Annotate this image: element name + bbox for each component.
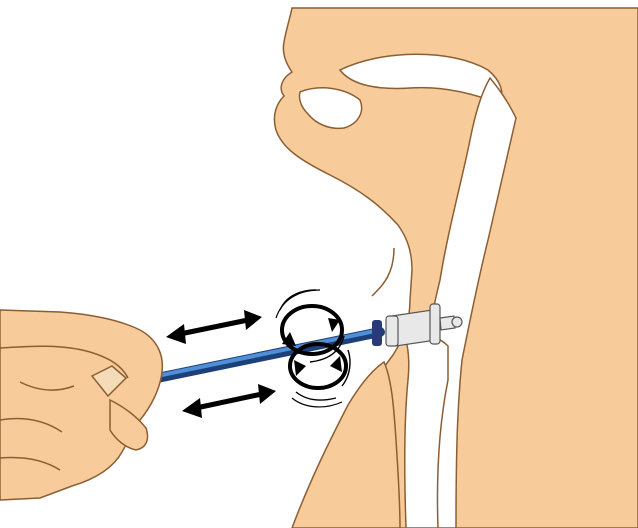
rod-ring	[372, 320, 382, 346]
double-headed-arrow-icon	[182, 384, 276, 418]
hand	[0, 310, 162, 500]
neck-outline	[372, 248, 394, 296]
double-headed-arrow-icon	[166, 310, 262, 344]
